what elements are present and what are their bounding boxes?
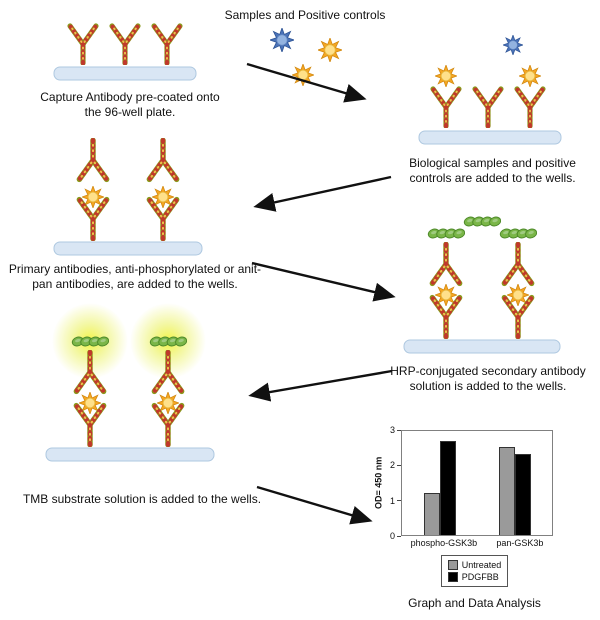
y-tick-mark — [397, 500, 401, 502]
well-plate-icon — [403, 339, 561, 354]
capture-antibody-icon — [475, 89, 501, 126]
hrp-enzyme-icon — [499, 227, 537, 240]
arrow-step3-to-step4-icon — [251, 261, 396, 302]
caption-add-samples: Biological samples and positive controls… — [409, 156, 576, 185]
antigen-positive-control-icon — [519, 65, 541, 87]
capture-antibody-icon — [70, 26, 96, 63]
caption-tmb: TMB substrate solution is added to the w… — [22, 492, 262, 506]
arrow-step4-to-step5-icon — [248, 369, 393, 402]
antigen-positive-control-icon — [318, 38, 342, 62]
caption-analysis: Graph and Data Analysis — [408, 596, 541, 610]
step-secondary-illustration — [398, 200, 566, 363]
hrp-enzyme-icon — [427, 227, 465, 240]
well-plate-icon — [418, 130, 562, 145]
step-tmb-illustration — [38, 300, 222, 489]
capture-antibody-icon — [112, 26, 138, 63]
caption-secondary: HRP-conjugated secondary antibody soluti… — [390, 364, 586, 393]
primary-antibody-icon — [504, 244, 531, 283]
legend-swatch — [447, 560, 458, 570]
bar-group-phospho-GSK3b — [423, 431, 456, 535]
y-tick-mark — [397, 535, 401, 537]
hrp-enzyme-icon — [463, 215, 501, 228]
primary-antibody-icon — [432, 244, 459, 283]
capture-antibody-icon — [433, 89, 459, 126]
primary-antibody-icon — [149, 140, 176, 179]
arrow-step2-to-step3-icon — [253, 175, 392, 212]
bar-group-pan-GSK3b — [498, 431, 531, 535]
results-chart: OD= 450 nm 0 1 2 3 phospho-GSK3b pan-GSK3b U… — [372, 425, 577, 610]
legend-entry-Untreated: Untreated — [447, 559, 502, 571]
y-axis-label: OD= 450 nm — [373, 456, 384, 510]
primary-antibody-icon — [79, 140, 106, 179]
capture-antibody-icon — [154, 26, 180, 63]
category-label: phospho-GSK3b — [410, 538, 478, 548]
step-capture-illustration — [50, 10, 200, 93]
step-add-samples-illustration — [415, 35, 565, 158]
antigen-positive-control-icon — [292, 64, 314, 86]
bar-PDGFBB-phospho-GSK3b — [439, 441, 456, 535]
legend-label: PDGFBB — [461, 572, 499, 582]
y-tick-label: 3 — [389, 425, 395, 435]
arrow-step5-to-chart-icon — [256, 485, 373, 525]
bar-PDGFBB-pan-GSK3b — [514, 453, 531, 535]
x-axis-categories: phospho-GSK3b pan-GSK3b — [401, 538, 553, 548]
y-axis-ticks: 0 1 2 3 — [385, 425, 401, 541]
bar-Untreated-pan-GSK3b — [498, 446, 515, 535]
y-tick-label: 2 — [389, 460, 395, 471]
chart-plot-area — [401, 430, 553, 536]
y-tick-label: 1 — [389, 495, 395, 506]
y-tick-mark — [397, 429, 401, 431]
legend-swatch — [447, 572, 458, 582]
bar-Untreated-phospho-GSK3b — [423, 493, 440, 535]
caption-capture: Capture Antibody pre-coated onto the 96-… — [40, 90, 220, 119]
category-label: pan-GSK3b — [496, 538, 544, 548]
y-tick-mark — [397, 464, 401, 466]
samples-header: Samples and Positive controls — [224, 8, 386, 22]
antigen-sample-icon — [270, 28, 294, 52]
step-primary-illustration — [48, 134, 208, 263]
caption-primary: Primary antibodies, anti-phosphorylated … — [8, 262, 262, 291]
y-tick-label: 0 — [389, 531, 395, 541]
legend-label: Untreated — [461, 560, 502, 570]
legend-entry-PDGFBB: PDGFBB — [447, 571, 502, 583]
antigen-sample-icon — [503, 35, 523, 55]
samples-illustration — [262, 26, 366, 99]
capture-antibody-icon — [517, 89, 543, 126]
well-plate-icon — [45, 447, 215, 462]
antigen-positive-control-icon — [435, 65, 457, 87]
well-plate-icon — [53, 66, 197, 81]
well-plate-icon — [53, 241, 203, 256]
